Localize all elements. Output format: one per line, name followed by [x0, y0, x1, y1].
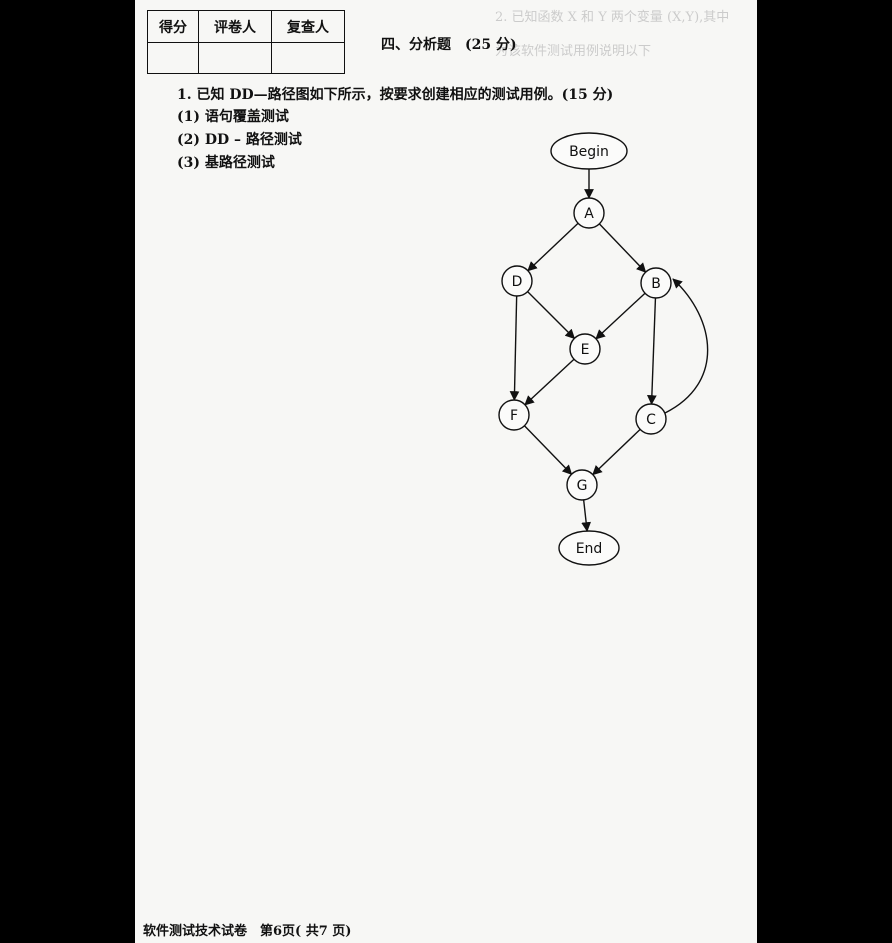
edge-c-b [664, 278, 709, 414]
sub-item-basis-path: (3) 基路径测试 [177, 155, 275, 171]
node-label-end: End [576, 541, 603, 557]
question-text: 1. 已知 DD—路径图如下所示，按要求创建相应的测试用例。(15 分) [177, 87, 614, 103]
edge-d-f [509, 295, 520, 401]
edge-e-f [524, 358, 575, 406]
node-a: A [573, 197, 605, 229]
edge-a-b [598, 223, 647, 273]
node-label-f: F [510, 408, 518, 424]
exam-page: 2. 已知函数 X 和 Y 两个变量 (X,Y),其中 为该软件测试用例说明以下… [135, 0, 757, 943]
node-label-e: E [581, 342, 590, 358]
edge-f-g [523, 425, 573, 475]
sub-item-statement-coverage: (1) 语句覆盖测试 [177, 109, 289, 125]
score-table: 得分 评卷人 复查人 [147, 10, 345, 74]
reviewer-cell[interactable] [271, 42, 345, 74]
node-b: B [640, 267, 672, 299]
node-g: G [566, 469, 598, 501]
section-title: 四、分析题 (25 分) [381, 37, 517, 53]
node-label-d: D [512, 274, 523, 290]
edge-b-c [646, 297, 657, 405]
node-label-a: A [584, 206, 594, 222]
node-f: F [498, 399, 530, 431]
edge-c-g [592, 428, 641, 476]
sub-item-dd-path: (2) DD – 路径测试 [177, 132, 302, 148]
node-label-b: B [651, 276, 661, 292]
score-header: 得分 [147, 10, 199, 43]
node-label-g: G [577, 478, 588, 494]
node-label-begin: Begin [569, 144, 609, 160]
node-begin: Begin [550, 132, 628, 170]
bleed-through-text-1: 2. 已知函数 X 和 Y 两个变量 (X,Y),其中 [495, 10, 730, 25]
node-label-c: C [646, 412, 656, 428]
node-end: End [558, 530, 620, 566]
node-c: C [635, 403, 667, 435]
edge-a-d [527, 222, 579, 272]
edge-b-e [595, 292, 646, 340]
bleed-through-text-2: 为该软件测试用例说明以下 [495, 44, 652, 59]
page-footer: 软件测试技术试卷 第6页( 共7 页) [143, 924, 352, 939]
edge-d-e [527, 291, 576, 340]
node-d: D [501, 265, 533, 297]
reviewer-header: 复查人 [271, 10, 345, 43]
node-e: E [569, 333, 601, 365]
edge-g-end [581, 499, 592, 533]
